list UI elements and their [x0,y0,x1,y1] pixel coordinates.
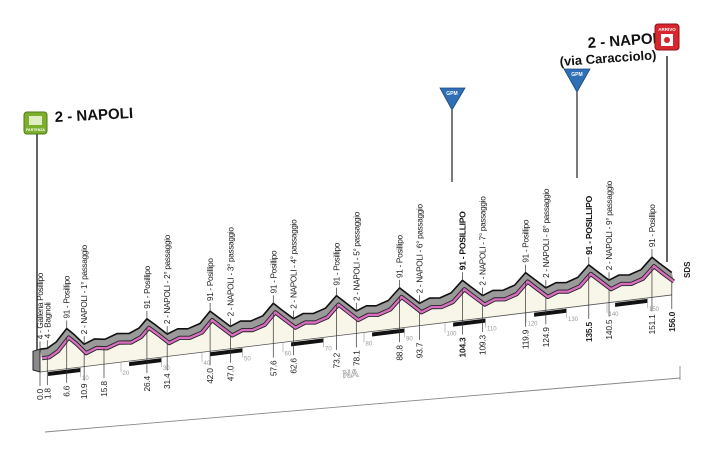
start-badge-label: PARTENZA [26,128,45,132]
waypoint-label: 2 - NAPOLI - 9° passaggio [605,180,614,270]
finish-icon: ARRIVO [654,23,680,51]
waypoint-km: 31.4 [162,373,172,389]
scale-tick-label: 50 [244,356,251,362]
scale-tick-label: 100 [447,332,458,338]
finish-city: 2 - NAPOLI [587,30,666,52]
ridge-line [39,256,673,350]
waypoint-km: 109.3 [478,334,488,355]
labels-layer: 0.0 4 - Galleria Posillipo 1.8 4 - Bagnoli 6… [35,180,677,400]
gpm-marker-1: GPM [439,87,466,182]
start-city: 2 - NAPOLI [54,105,133,126]
waypoint-km: 15.8 [99,381,109,397]
start-flag-icon: PARTENZA [23,111,48,135]
waypoint-km: 151.1 [647,314,657,335]
end-label: SDS [683,261,692,278]
waypoint-label: 2 - NAPOLI - 4° passaggio [290,219,299,309]
scale-tick-label: 10 [82,376,89,382]
waypoint-km: 88.8 [395,345,405,361]
waypoint-label: 91 - Posillipo [269,250,278,293]
waypoint-label: 2 - NAPOLI - 3° passaggio [226,227,235,317]
waypoint-km: 10.9 [79,383,89,399]
waypoint-km: 42.0 [205,368,215,384]
waypoint-label: 91 - Posillipo [206,258,215,301]
road-line [41,265,675,360]
waypoint-km: 156.0 [667,311,677,332]
waypoint-label: 4 - Bagnoli [43,302,52,338]
region-label: NA [342,368,359,381]
waypoint-km: 26.4 [142,375,152,391]
waypoint-label: 2 - NAPOLI - 2° passaggio [163,234,172,324]
waypoint-label: 91 - Posillipo [332,242,341,285]
scale-tick-label: 20 [123,371,130,377]
waypoint-km: 57.6 [268,360,278,376]
scale-tick-label: 60 [285,351,292,357]
waypoint-km: 140.5 [604,319,614,340]
scale-bar-segment [210,348,243,357]
waypoint-label: 2 - NAPOLI - 1° passaggio [80,244,89,334]
scale-tick-label: 30 [163,366,170,372]
waypoint-km: 119.9 [521,329,531,349]
waypoint-km: 104.3 [457,337,467,358]
profile-side [32,348,41,373]
scale-tick-label: 120 [528,322,539,328]
waypoint-km: 62.6 [289,358,299,374]
scale-bar-segment [534,308,567,317]
scale-bar-segment [372,328,405,337]
gpm-badge-label: GPM [571,72,582,78]
waypoint-km: 0.0 [35,388,45,400]
profile-layer: 10 20 30 40 50 60 70 80 90 100 110 120 130 140 150 [32,256,676,382]
waypoint-label: 2 - NAPOLI - 7° passaggio [479,196,488,286]
waypoint-label: 2 - NAPOLI - 6° passaggio [415,203,424,293]
waypoint-label: 91 - POSILLIPO [584,195,594,254]
gpm-badge-label: GPM [446,91,457,97]
scale-tick-label: 140 [609,312,620,318]
scale-tick-label: 90 [406,337,413,343]
waypoint-label: 91 - Posillipo [522,219,531,262]
waypoint-label: 91 - Posillipo [396,235,405,278]
waypoint-km: 135.5 [584,322,594,343]
scale-bar-segment [453,318,486,327]
scale-tick-label: 80 [366,341,373,347]
waypoint-label: 2 - NAPOLI - 8° passaggio [542,188,551,278]
waypoint-km: 124.9 [541,327,551,348]
waypoint-km: 73.2 [331,352,341,368]
waypoint-km: 93.7 [414,342,424,358]
waypoint-label: 91 - Posillipo [648,204,657,247]
distance-baseline [44,377,681,433]
scale-tick-label: 150 [649,307,660,313]
waypoint-km: 6.6 [62,385,72,397]
finish-detail: (via Caracciolo) [559,47,657,69]
scale-bar-segment [615,298,648,307]
scale-bar-segment [48,368,81,377]
waypoint-label: 2 - NAPOLI - 5° passaggio [352,211,361,301]
finish-badge-label: ARRIVO [658,27,676,32]
scale-bar-segment [291,338,324,347]
scale-tick-label: 130 [568,317,579,323]
gpm-marker-2: GPM [563,68,591,178]
scale-tick-label: 110 [487,327,497,333]
waypoint-label: 4 - Galleria Posillipo [36,272,45,339]
scale-tick-label: 40 [204,361,211,367]
scale-bar-segment [129,358,162,367]
waypoint-label: 91 - POSILLIPO [457,211,467,270]
waypoint-label: 91 - Posillipo [63,275,72,318]
waypoint-km: 78.1 [351,350,361,366]
waypoint-km: 1.8 [42,388,52,400]
waypoint-label: 91 - Posillipo [143,265,152,308]
scale-tick-label: 70 [325,346,332,352]
waypoint-km: 47.0 [225,365,235,381]
